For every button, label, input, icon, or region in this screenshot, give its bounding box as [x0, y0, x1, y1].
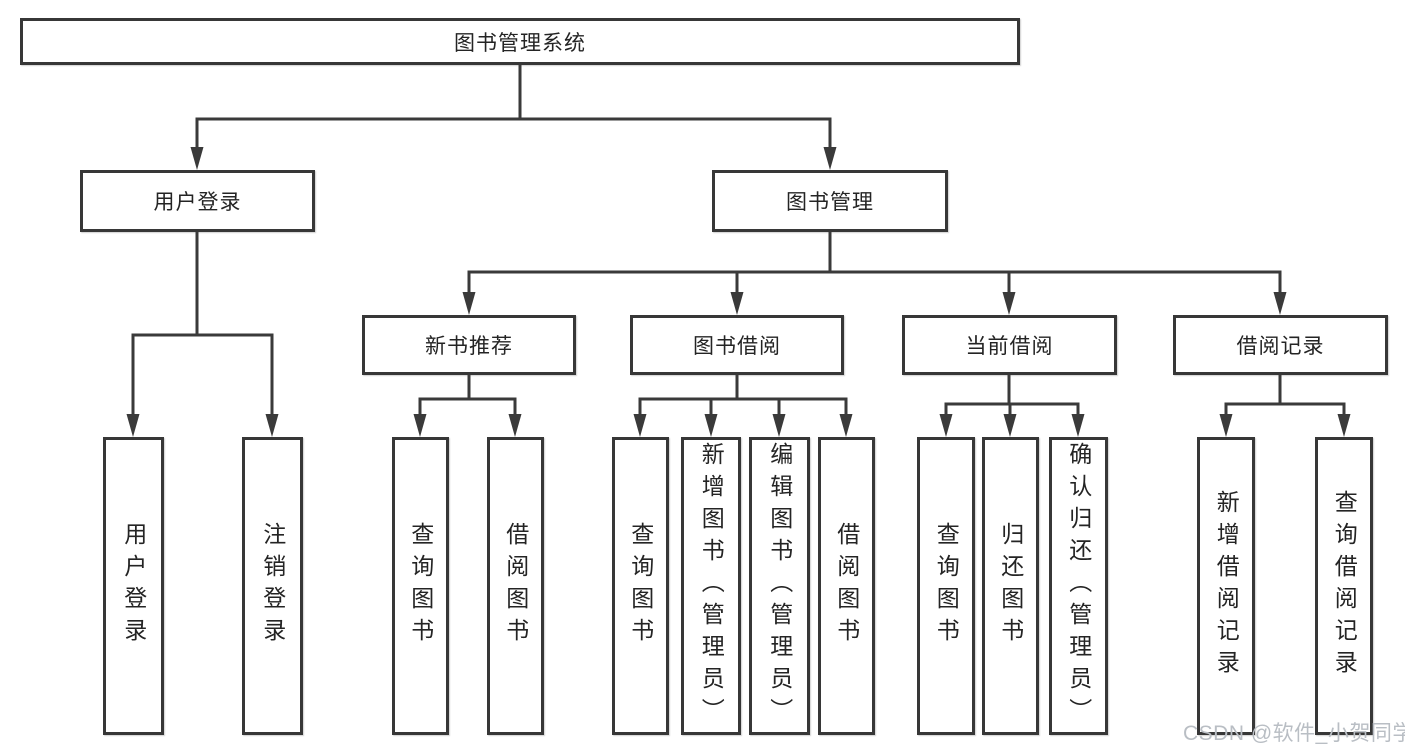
- arrow-down-icon: [508, 414, 522, 437]
- leaf-borrowing-add-books-admin: 新增图书（管理员）: [681, 437, 741, 735]
- arrow-down-icon: [823, 147, 837, 170]
- node-label: 借阅记录: [1236, 335, 1325, 358]
- leaf-borrowing-query-books: 查询图书: [612, 437, 669, 735]
- arrow-down-icon: [413, 414, 427, 437]
- connector-root-to-level2: [195, 64, 832, 150]
- arrow-down-icon: [939, 414, 953, 437]
- leaf-user-login: 用户登录: [103, 437, 164, 735]
- node-library-management-system: 图书管理系统: [20, 18, 1020, 65]
- arrow-down-icon: [1273, 292, 1287, 315]
- leaf-records-add-record: 新增借阅记录: [1197, 437, 1255, 735]
- arrow-down-icon: [126, 414, 140, 437]
- node-label: 查询图书: [933, 522, 960, 650]
- leaf-records-query-record: 查询借阅记录: [1315, 437, 1373, 735]
- node-label: 图书管理系统: [454, 31, 586, 55]
- node-new-book-recommend: 新书推荐: [362, 315, 576, 375]
- arrow-down-icon: [1003, 414, 1017, 437]
- leaf-borrowing-borrow-books: 借阅图书: [818, 437, 875, 735]
- leaf-recommend-query-books: 查询图书: [392, 437, 449, 735]
- leaf-current-query-books: 查询图书: [917, 437, 975, 735]
- arrow-down-icon: [772, 414, 786, 437]
- node-label: 用户登录: [120, 522, 147, 650]
- arrow-down-icon: [1337, 414, 1351, 437]
- node-label: 图书管理: [786, 191, 874, 214]
- leaf-recommend-borrow-books: 借阅图书: [487, 437, 544, 735]
- node-label: 查询借阅记录: [1331, 490, 1358, 682]
- arrow-down-icon: [633, 414, 647, 437]
- node-label: 查询图书: [407, 522, 434, 650]
- node-borrowing-records: 借阅记录: [1173, 315, 1388, 375]
- leaf-borrowing-edit-books-admin: 编辑图书（管理员）: [749, 437, 810, 735]
- connector-current-to-leaves: [944, 374, 1080, 417]
- node-current-borrowing: 当前借阅: [902, 315, 1117, 375]
- arrow-down-icon: [1071, 414, 1085, 437]
- node-label: 借阅图书: [502, 522, 529, 650]
- arrow-down-icon: [839, 414, 853, 437]
- connector-records-to-leaves: [1224, 374, 1346, 417]
- node-label: 借阅图书: [833, 522, 860, 650]
- arrow-down-icon: [730, 292, 744, 315]
- node-label: 查询图书: [627, 522, 654, 650]
- arrow-down-icon: [1002, 292, 1016, 315]
- node-label: 图书借阅: [693, 335, 781, 358]
- node-label: 归还图书: [997, 522, 1024, 650]
- arrow-down-icon: [462, 292, 476, 315]
- leaf-current-return-books: 归还图书: [982, 437, 1039, 735]
- arrow-down-icon: [1219, 414, 1233, 437]
- arrow-down-icon: [190, 147, 204, 170]
- connector-borrow-to-leaves: [638, 374, 848, 417]
- node-label: 新书推荐: [425, 335, 513, 358]
- csdn-watermark: CSDN @软件_小贺同学: [1183, 722, 1405, 745]
- node-label: 新增借阅记录: [1213, 490, 1240, 682]
- node-label: 当前借阅: [965, 335, 1054, 358]
- node-label: 用户登录: [153, 191, 242, 214]
- arrow-down-icon: [265, 414, 279, 437]
- connector-user-login-to-leaves: [131, 231, 274, 417]
- leaf-current-confirm-return-admin: 确认归还（管理员）: [1049, 437, 1108, 735]
- node-label: 确认归还（管理员）: [1065, 442, 1092, 730]
- connector-recommend-to-leaves: [418, 374, 517, 417]
- node-book-borrowing: 图书借阅: [630, 315, 844, 375]
- node-book-management: 图书管理: [712, 170, 948, 232]
- node-label: 新增图书（管理员）: [698, 442, 725, 730]
- connector-book-management-to-level3: [467, 231, 1282, 295]
- node-label: 注销登录: [259, 522, 286, 650]
- node-user-login: 用户登录: [80, 170, 315, 232]
- arrow-down-icon: [704, 414, 718, 437]
- leaf-logout: 注销登录: [242, 437, 303, 735]
- node-label: 编辑图书（管理员）: [766, 442, 793, 730]
